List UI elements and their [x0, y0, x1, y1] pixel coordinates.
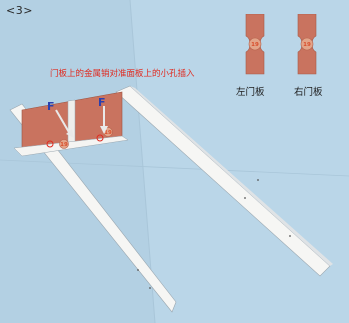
side-board	[115, 85, 331, 277]
marker-f-left: F	[47, 100, 55, 113]
insert-arrow-left	[55, 109, 74, 138]
part-number-badge: 19	[251, 42, 259, 48]
part-number-badge: 19	[104, 130, 112, 136]
pin-hole-marker	[46, 140, 54, 148]
right-door-panel-icon: 19	[297, 14, 317, 75]
part-number-badge: 19	[303, 42, 311, 48]
part-number-badge: 19	[60, 142, 68, 148]
step-number: <3>	[6, 4, 33, 17]
assembly-instruction: 门板上的金属销对准面板上的小孔插入	[50, 69, 195, 79]
left-door-panel-icon: 19	[245, 14, 265, 75]
door-panel-icons: 19 19	[245, 14, 317, 75]
insert-arrow-right	[100, 106, 108, 134]
right-door-label: 右门板	[294, 87, 323, 98]
pin-hole-marker	[96, 134, 104, 142]
divider	[67, 99, 76, 147]
part-badge-left	[59, 139, 69, 149]
bottom-board	[9, 103, 177, 313]
side-board-edge	[130, 86, 333, 266]
left-door-label: 左门板	[236, 87, 265, 98]
marker-f-right: F	[98, 96, 106, 109]
